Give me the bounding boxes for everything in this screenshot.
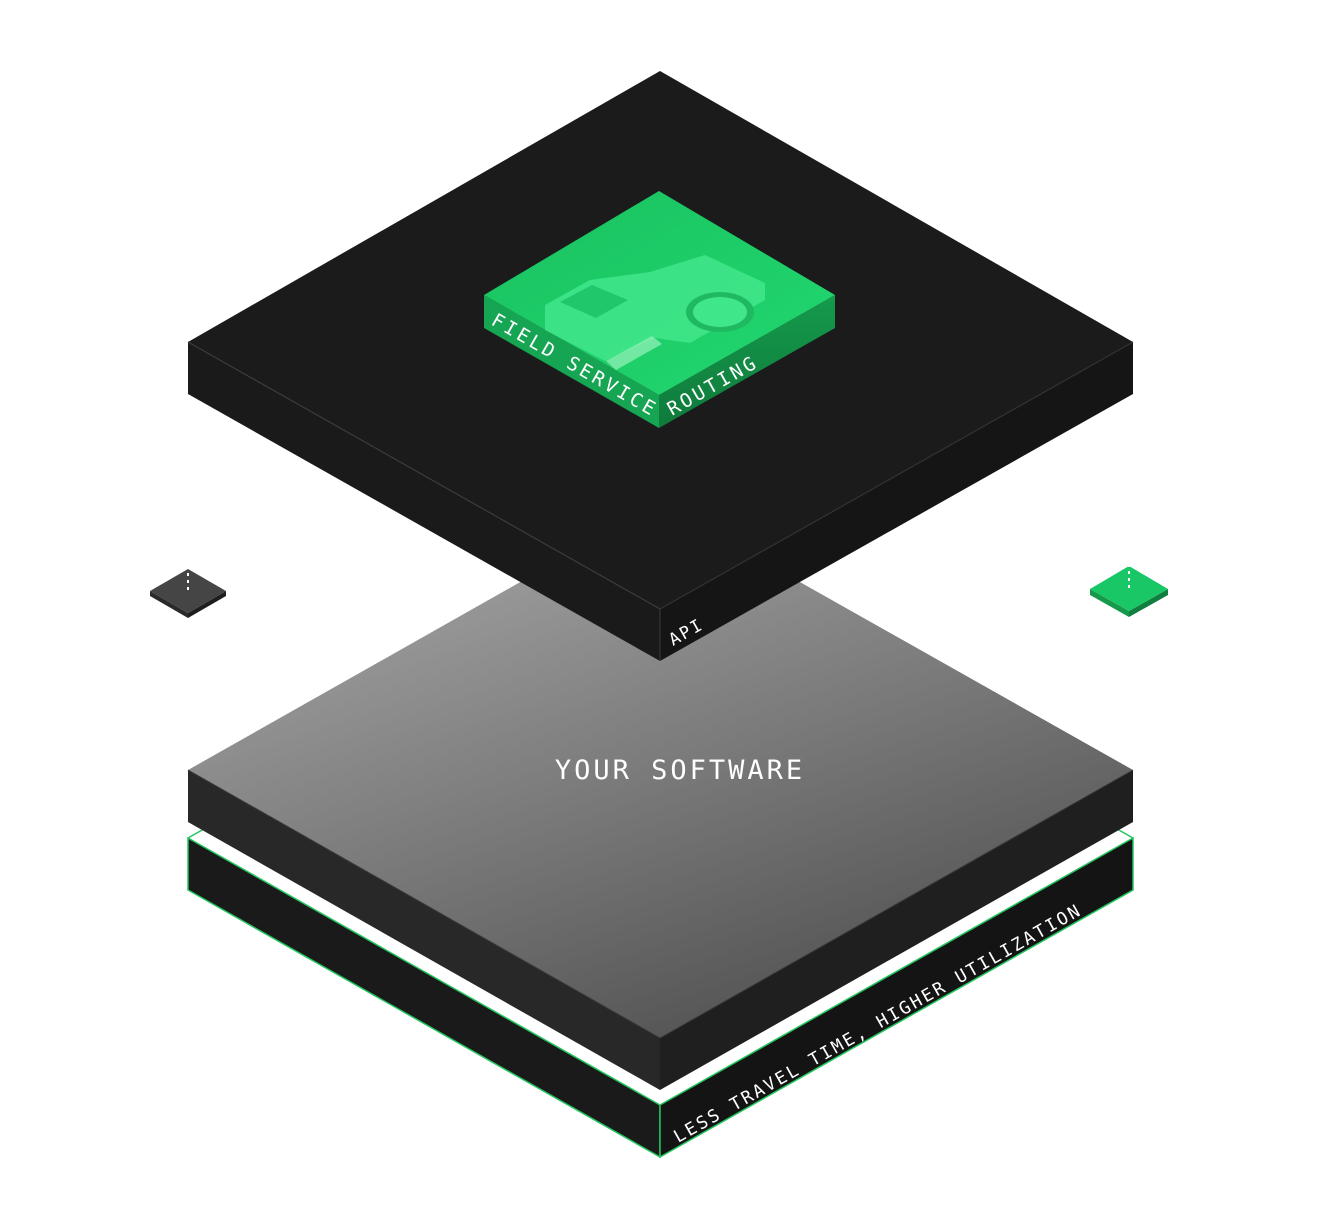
green-node-icon [1090,564,1168,617]
truck-icon [545,255,765,370]
platform-slab-left-face [188,342,660,661]
base-slab-right-face [659,836,1134,1159]
platform-slab-right-face [660,342,1133,661]
dark-node-icon [150,566,226,618]
tile-right-face [659,295,835,428]
software-slab-right-face [660,770,1133,1090]
software-slab-top [188,503,1133,1038]
tile-left-face [484,295,659,428]
software-slab [187,503,1134,1090]
software-label: YOUR SOFTWARE [555,755,805,786]
software-slab-left-face [188,770,660,1090]
